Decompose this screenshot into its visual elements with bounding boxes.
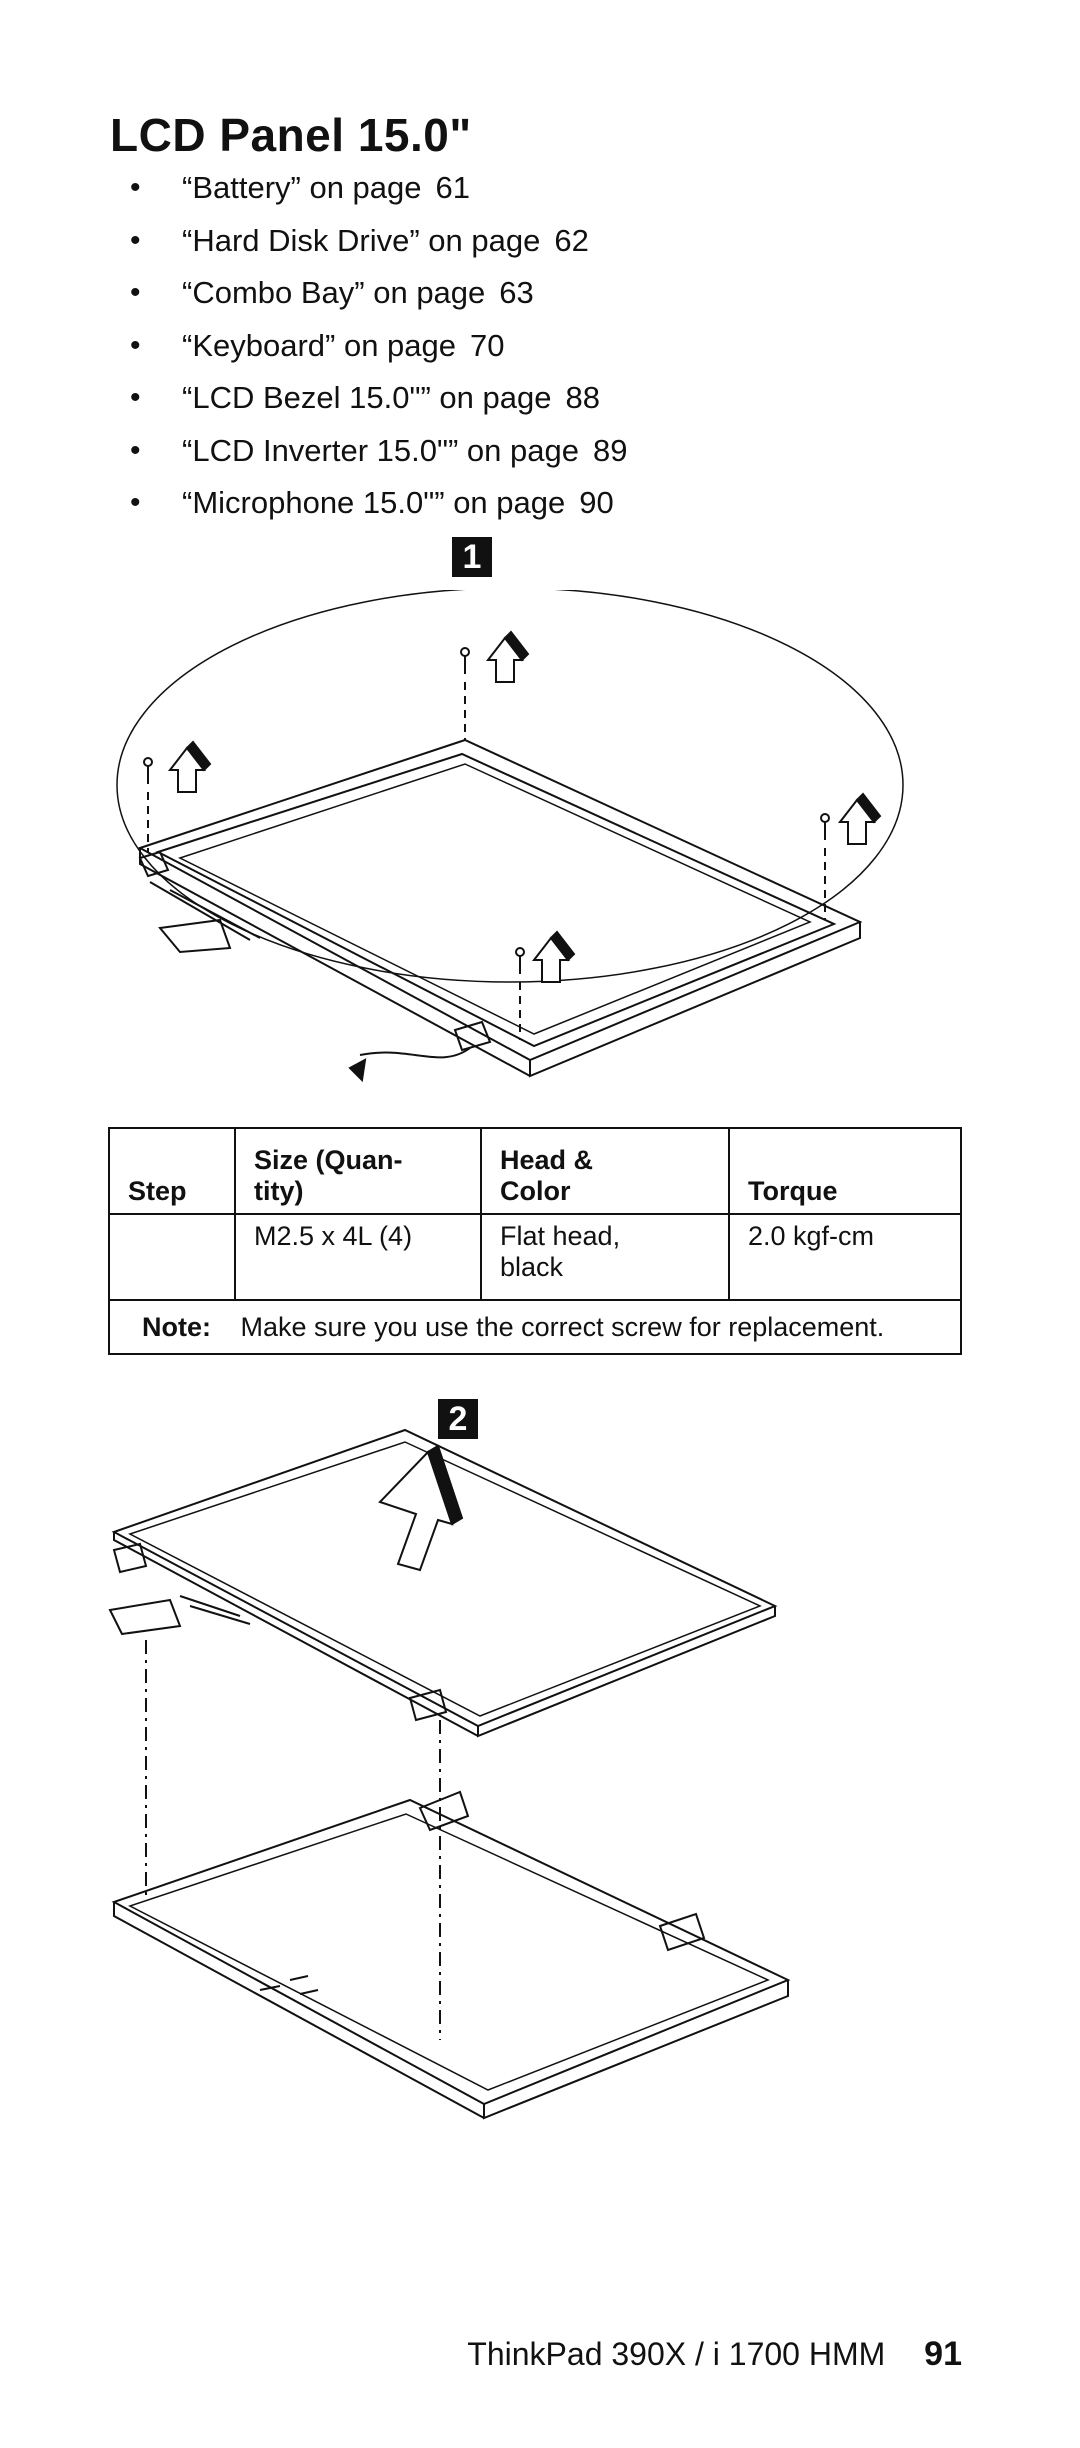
list-item-page: 89 (593, 432, 628, 468)
ribbon-cable (158, 918, 232, 954)
header-head-color: Head & Color (480, 1127, 730, 1215)
header-size-line2: tity) (254, 1176, 304, 1206)
hinge-right (453, 1020, 492, 1052)
screw-removal-diagram (116, 590, 904, 1083)
hinge-bracket (658, 1912, 706, 1952)
screw-spec-table: Step Size (Quan- tity) Head & Color Torq… (108, 1127, 962, 1355)
step-number-badge: 2 (438, 1399, 478, 1439)
list-item[interactable]: • “Keyboard” on page 70 (110, 320, 910, 373)
up-arrow-icon (378, 1444, 464, 1572)
header-size: Size (Quan- tity) (234, 1127, 482, 1215)
list-item[interactable]: • “LCD Bezel 15.0"” on page 88 (110, 372, 910, 425)
cell-step (108, 1213, 236, 1301)
list-item[interactable]: • “Microphone 15.0"” on page 90 (110, 477, 910, 530)
list-item-page: 63 (499, 275, 534, 311)
inverter-wire (359, 1047, 471, 1059)
list-item-label: “LCD Inverter 15.0"” on page (182, 432, 579, 468)
hinge-bracket (418, 1790, 470, 1832)
note-text: Make sure you use the correct screw for … (240, 1311, 885, 1342)
page-footer: ThinkPad 390X / i 1700 HMM 91 (467, 2335, 962, 2374)
table-row: M2.5 x 4L (4) Flat head, black 2.0 kgf-c… (108, 1213, 962, 1301)
bullet-icon: • (130, 381, 141, 415)
bullet-icon: • (130, 486, 141, 520)
step-number-badge: 1 (452, 537, 492, 577)
list-item-page: 90 (579, 485, 614, 521)
cell-torque: 2.0 kgf-cm (728, 1213, 962, 1301)
cable (149, 881, 261, 941)
header-head-line1: Head & (500, 1145, 594, 1175)
list-item-label: “Microphone 15.0"” on page (182, 485, 566, 521)
list-item[interactable]: • “LCD Inverter 15.0"” on page 89 (110, 425, 910, 478)
header-head-line2: Color (500, 1176, 571, 1206)
hinge-left (138, 850, 170, 878)
list-item-page: 70 (470, 327, 505, 363)
bullet-icon: • (130, 276, 141, 310)
bullet-icon: • (130, 171, 141, 205)
list-item[interactable]: • “Hard Disk Drive” on page 62 (110, 215, 910, 268)
screw-icon (820, 813, 830, 920)
table-note-row: Note: Make sure you use the correct scre… (108, 1299, 962, 1355)
bullet-icon: • (130, 328, 141, 362)
bullet-icon: • (130, 433, 141, 467)
lcd-panel-removal-diagram (108, 1428, 791, 2120)
list-item-label: “Keyboard” on page (182, 327, 457, 363)
screw-icon (515, 947, 525, 1040)
header-torque: Torque (728, 1127, 962, 1215)
list-item-page: 62 (554, 222, 589, 258)
hinge-right (408, 1688, 448, 1722)
list-item-page: 61 (435, 170, 471, 206)
page-title: LCD Panel 15.0" (110, 109, 472, 161)
header-size-line1: Size (Quan- (254, 1145, 403, 1175)
page-number: 91 (924, 2335, 962, 2373)
lcd-rear-cover (111, 1798, 791, 2106)
list-item[interactable]: • “Battery” on page 61 (110, 162, 910, 215)
note-cell: Note: Make sure you use the correct scre… (108, 1299, 962, 1355)
cell-head-line2: black (500, 1252, 564, 1282)
note-label: Note: (142, 1311, 211, 1342)
list-item-label: “Hard Disk Drive” on page (182, 222, 541, 258)
ribbon-cable (108, 1598, 182, 1636)
lcd-frame (137, 738, 863, 1062)
list-item-label: “Battery” on page (182, 170, 422, 206)
screw-icon (460, 647, 470, 740)
cell-head-color: Flat head, black (480, 1213, 730, 1301)
bullet-icon: • (130, 223, 141, 257)
screw-icon (143, 757, 153, 852)
zoom-ellipse (116, 590, 904, 983)
related-topics-list: • “Battery” on page 61 • “Hard Disk Driv… (110, 162, 910, 530)
list-item[interactable]: • “Combo Bay” on page 63 (110, 267, 910, 320)
list-item-label: “LCD Bezel 15.0"” on page (182, 380, 552, 416)
table-header-row: Step Size (Quan- tity) Head & Color Torq… (108, 1127, 962, 1215)
cell-size: M2.5 x 4L (4) (234, 1213, 482, 1301)
list-item-label: “Combo Bay” on page (182, 275, 486, 311)
list-item-page: 88 (565, 380, 600, 416)
book-title: ThinkPad 390X / i 1700 HMM (467, 2336, 886, 2372)
hinge-left (112, 1542, 148, 1574)
cell-head-line1: Flat head, (500, 1221, 621, 1251)
header-step: Step (108, 1127, 236, 1215)
